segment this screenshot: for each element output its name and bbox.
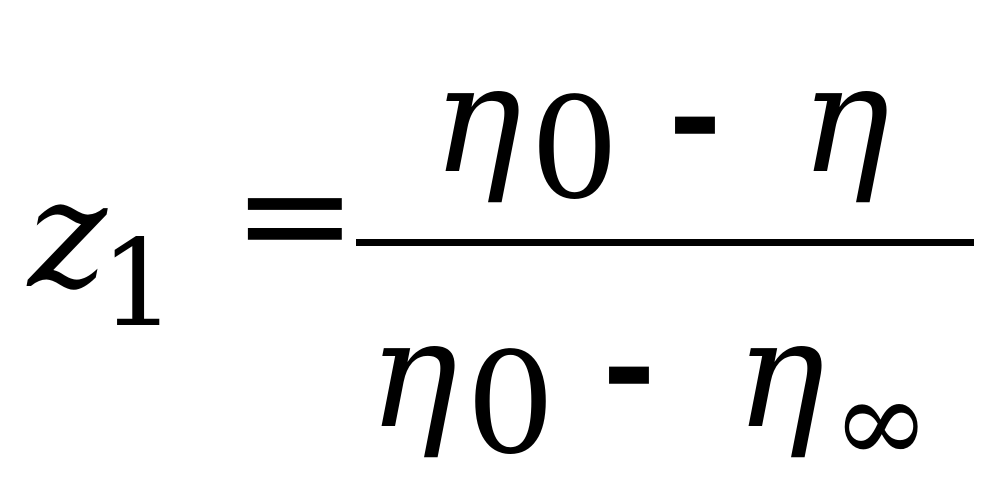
lhs-variable: z [28,148,108,322]
denominator-minus: - [602,288,656,441]
numerator-eta: η [432,33,522,207]
denominator-eta-subscript: 0 [466,323,556,486]
fraction-bar [356,239,974,246]
numerator-eta-subscript: 0 [530,68,620,231]
denominator-eta: η [368,288,458,462]
denominator-eta-second: η [735,288,825,462]
lhs-subscript: 1 [100,215,177,354]
denominator-infinity-subscript: ∞ [832,352,931,490]
numerator-eta-second: η [800,33,890,207]
equals-sign: = [232,128,358,302]
numerator-minus: - [668,38,722,191]
